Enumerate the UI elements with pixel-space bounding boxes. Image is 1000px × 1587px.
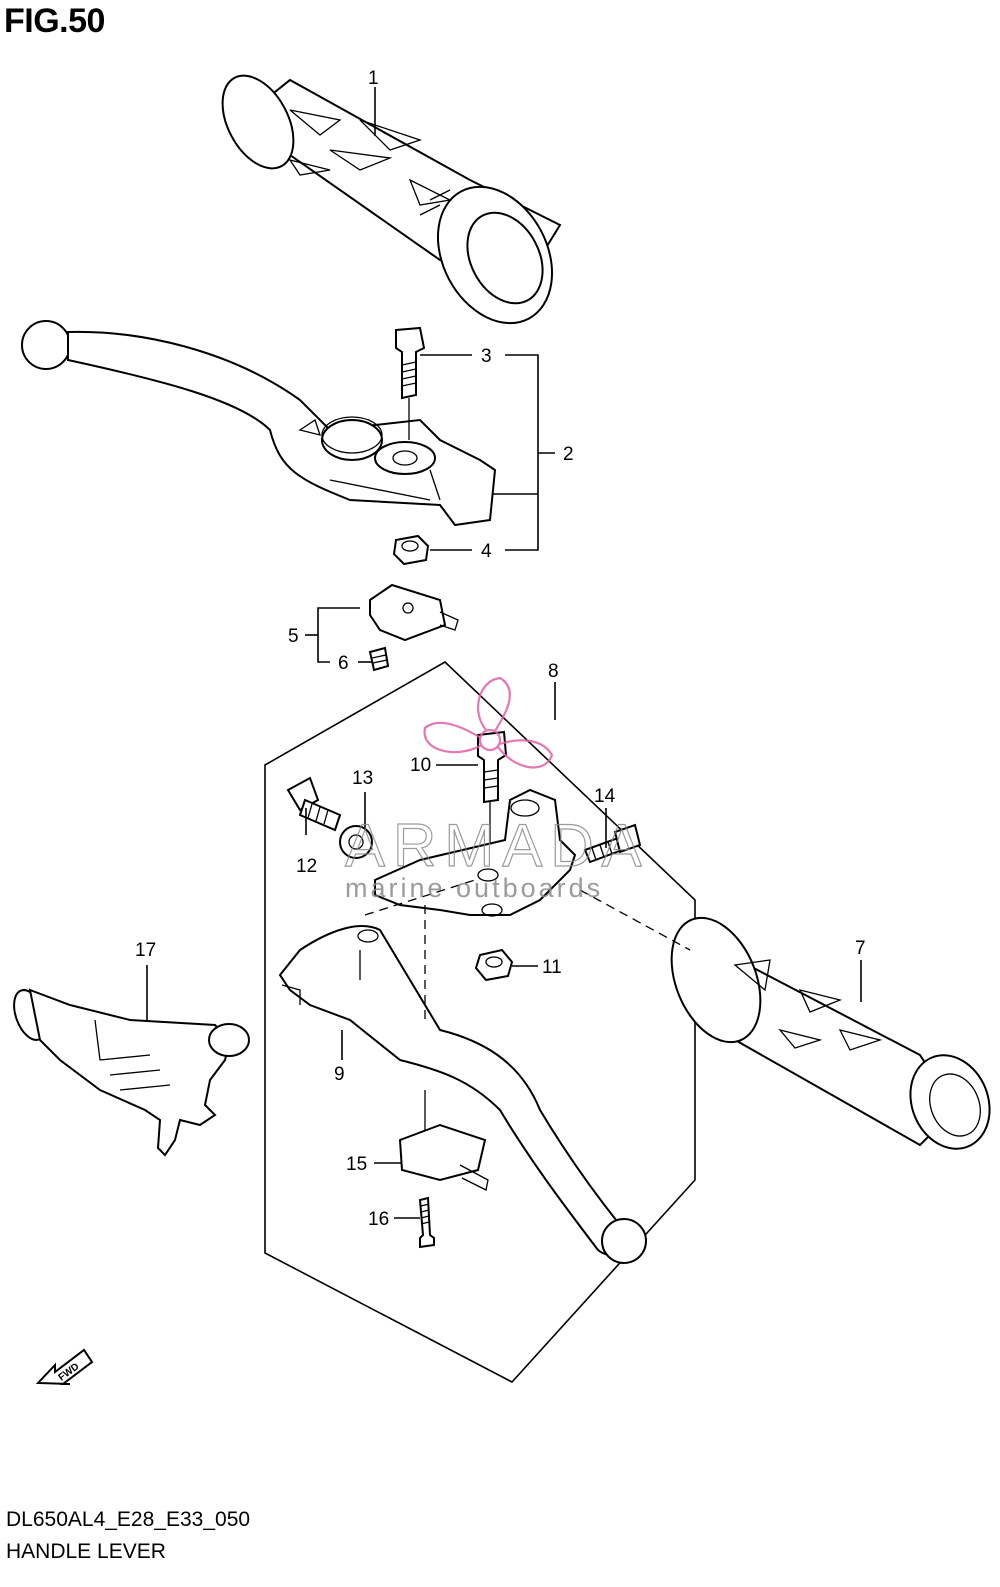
watermark-brand: ARMADA: [345, 812, 650, 879]
armada-watermark: ARMADA marine outboards: [344, 676, 650, 903]
alignment-line-left: [364, 879, 476, 916]
callout-17: 17: [135, 940, 156, 961]
callout-4: 4: [481, 541, 492, 562]
callout-7: 7: [855, 938, 866, 959]
lever-nut-part: [392, 534, 430, 566]
callout-6: 6: [338, 653, 349, 674]
callout-15: 15: [346, 1154, 367, 1175]
callout-14: 14: [594, 786, 616, 807]
cable-holder-part: [13, 988, 250, 1157]
callout-10: 10: [410, 755, 431, 776]
callout-numbers: 1 2 3 4 5 6 7 8 9 10 11 12 13 14 15 16 1…: [135, 68, 866, 1230]
front-brake-switch-part: [369, 583, 459, 642]
clutch-switch-part: [398, 1090, 489, 1191]
callout-13: 13: [352, 768, 373, 789]
brake-lever-part: [21, 320, 497, 527]
adjuster-bolt-part: [286, 776, 342, 832]
switch-screw-part: [368, 646, 390, 672]
callout-11: 11: [542, 957, 562, 978]
pivot-bolt-part: [395, 326, 426, 440]
propeller-logo-icon: [423, 676, 554, 769]
figure-title: FIG.50: [4, 2, 105, 40]
watermark-tagline: marine outboards: [345, 873, 603, 903]
alignment-line-right: [579, 889, 691, 951]
left-grip-part: [670, 916, 991, 1150]
callout-2: 2: [563, 444, 574, 465]
callout-8: 8: [548, 661, 559, 682]
clutch-switch-screw-part: [418, 1196, 435, 1249]
callout-12: 12: [296, 856, 317, 877]
leader-lines: [146, 87, 862, 1219]
callout-5: 5: [288, 626, 299, 647]
section-name: HANDLE LEVER: [6, 1540, 166, 1563]
spring-washer-part: [339, 825, 373, 859]
callout-3: 3: [481, 346, 492, 367]
holder-nut-part: [474, 948, 514, 982]
clutch-lever-holder-part: [374, 788, 577, 917]
model-code: DL650AL4_E28_E33_050: [6, 1508, 251, 1531]
holder-bolt-part: [583, 823, 642, 864]
callout-1: 1: [368, 68, 379, 89]
fwd-arrow-icon: FWD: [35, 1348, 94, 1385]
throttle-grip-part: [221, 74, 562, 325]
callout-16: 16: [368, 1209, 389, 1230]
clutch-lever-part: [278, 925, 647, 1264]
callout-9: 9: [334, 1064, 345, 1085]
assembly-group-frame: [264, 661, 696, 1383]
